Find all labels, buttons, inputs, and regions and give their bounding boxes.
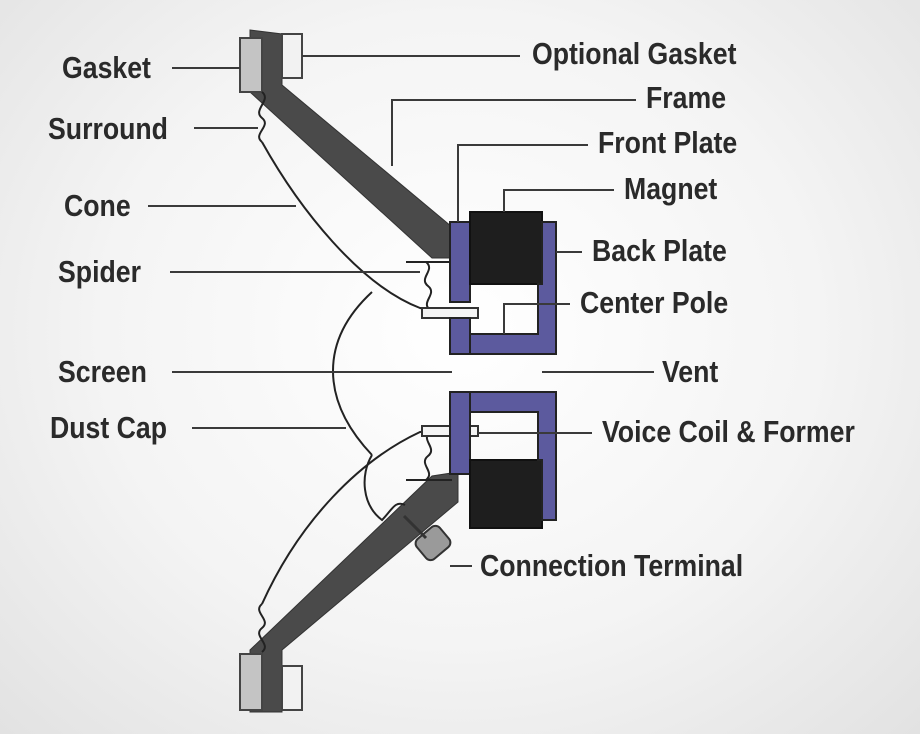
cone-top (261, 141, 451, 313)
dust-cap-edge (363, 454, 406, 522)
magnet-bottom (469, 459, 543, 529)
frame-lower-arm (249, 471, 459, 713)
back-plate-top (469, 221, 557, 355)
optional-gasket-top (281, 33, 303, 79)
label-cone: Cone (64, 188, 131, 223)
label-voice-coil-former: Voice Coil & Former (602, 414, 855, 449)
label-vent: Vent (662, 354, 719, 389)
surround-bottom (258, 603, 266, 653)
label-center-pole: Center Pole (580, 285, 729, 320)
label-back-plate: Back Plate (592, 233, 727, 268)
label-dust-cap: Dust Cap (50, 410, 168, 445)
voice-coil-top (421, 307, 479, 319)
label-spider: Spider (58, 254, 141, 289)
cone-bottom (261, 429, 451, 605)
leader-center-pole (503, 303, 570, 334)
back-plate-bottom (469, 391, 557, 521)
leader-frame (391, 99, 636, 166)
leader-front-plate (457, 144, 588, 222)
front-plate-top (449, 221, 471, 303)
connection-terminal (402, 514, 452, 562)
leader-magnet (503, 189, 614, 212)
leader-lines-right (302, 55, 654, 567)
label-surround: Surround (48, 111, 168, 146)
label-frame: Frame (646, 80, 727, 115)
label-front-plate: Front Plate (598, 125, 738, 160)
label-connection-terminal: Connection Terminal (480, 548, 744, 583)
optional-gasket-bottom (281, 665, 303, 711)
dust-cap (332, 291, 373, 456)
label-gasket: Gasket (62, 50, 151, 85)
gasket-top (239, 37, 263, 93)
leader-lines-left (148, 67, 452, 429)
spider-bottom (423, 431, 433, 481)
label-screen: Screen (58, 354, 147, 389)
front-plate-bottom (449, 391, 471, 475)
gasket-bottom (239, 653, 263, 711)
label-magnet: Magnet (624, 171, 718, 206)
magnet-top (469, 211, 543, 285)
label-optional-gasket: Optional Gasket (532, 36, 737, 71)
surround-top (258, 91, 266, 143)
spider-top (423, 261, 433, 311)
front-plate-top-lower (449, 317, 471, 355)
